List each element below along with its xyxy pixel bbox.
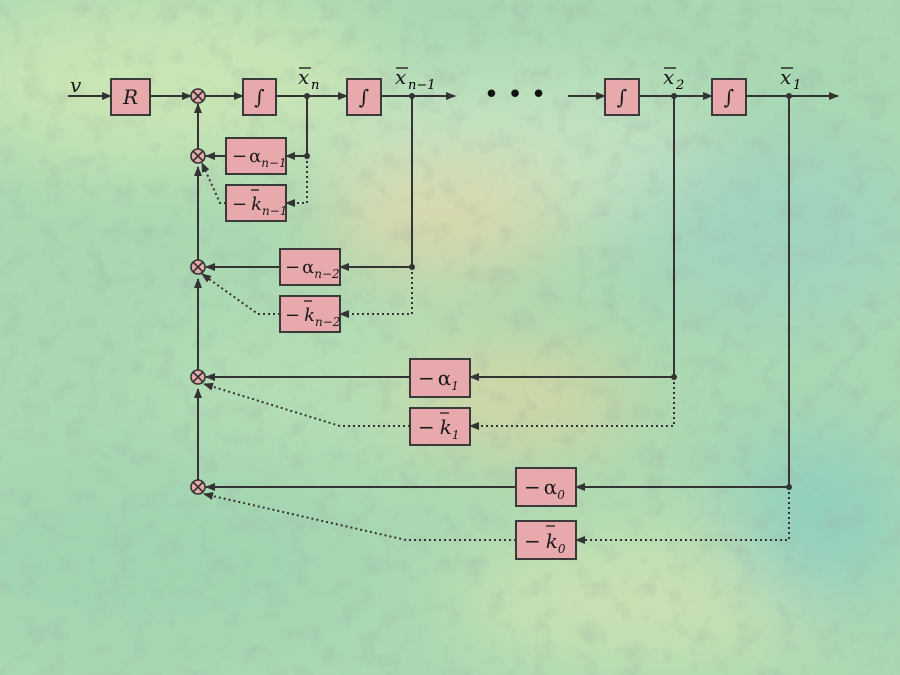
summing-junction-0 [190, 479, 206, 495]
gain-symbol: k [546, 529, 558, 553]
integrator-symbol: ∫ [254, 85, 264, 109]
gain-sub: 0 [557, 488, 565, 502]
gain-symbol: k [251, 194, 262, 215]
svg-text:−kn−2: −kn−2 [285, 305, 340, 329]
state-label-xn: x n [298, 65, 319, 93]
feedback-0 [203, 93, 792, 544]
gain-symbol: k [304, 305, 315, 326]
gain-symbol: k [440, 415, 452, 439]
state-base: x [298, 65, 309, 89]
summing-junction-n-1 [190, 148, 206, 164]
gain-sub: 0 [558, 542, 566, 556]
integrator-n-1: ∫ [346, 78, 382, 116]
gain-sub: 1 [452, 428, 460, 442]
svg-text:−α1: −α1 [418, 366, 459, 393]
gain-sign: − [285, 257, 300, 278]
svg-text:−αn−1: −αn−1 [232, 146, 287, 170]
ellipsis: • • • [484, 80, 547, 110]
integrator-symbol: ∫ [724, 85, 734, 109]
state-sub: 2 [675, 78, 684, 93]
gain-sub: n−1 [261, 156, 286, 170]
integrator-1: ∫ [711, 78, 747, 116]
feedback-n-1 [201, 93, 310, 207]
integrator-2: ∫ [604, 78, 640, 116]
feedback-n-2 [201, 93, 415, 318]
state-sub: n−1 [408, 78, 436, 93]
gain-symbol: α [544, 475, 558, 499]
gain-k-1: −k1 [409, 407, 471, 446]
state-label-x1: x 1 [780, 65, 801, 93]
integrator-symbol: ∫ [359, 85, 369, 109]
gain-k-0: −k0 [515, 520, 577, 560]
gain-sign: − [418, 366, 435, 390]
gain-sub: n−1 [262, 204, 287, 218]
svg-text:−αn−2: −αn−2 [285, 257, 340, 281]
gain-sign: − [232, 194, 247, 215]
input-label: v [70, 73, 82, 97]
state-base: x [395, 65, 406, 89]
summing-junction-1 [190, 369, 206, 385]
state-base: x [780, 65, 791, 89]
state-label-x2: x 2 [663, 65, 684, 93]
gain-sign: − [524, 529, 541, 553]
summing-junction-main [190, 88, 206, 104]
reference-block: R [110, 78, 151, 116]
feedback-1 [203, 93, 677, 430]
gain-alpha-1: −α1 [409, 358, 471, 398]
gain-symbol: α [249, 146, 261, 167]
svg-text:−k0: −k0 [524, 529, 566, 556]
svg-text:−k1: −k1 [418, 415, 460, 442]
gain-symbol: α [438, 366, 452, 390]
reference-label: R [122, 85, 138, 109]
state-sub: n [311, 78, 319, 93]
svg-text:−α0: −α0 [524, 475, 565, 502]
gain-sub: n−2 [314, 267, 339, 281]
gain-alpha-n-1: −αn−1 [225, 137, 287, 175]
gain-sign: − [285, 305, 300, 326]
gain-k-n-2: −kn−2 [279, 295, 341, 333]
gain-k-n-1: −kn−1 [225, 184, 287, 222]
state-base: x [663, 65, 674, 89]
state-sub: 1 [793, 78, 801, 93]
summing-junction-n-2 [190, 259, 206, 275]
state-label-xn-1: x n−1 [395, 65, 436, 93]
gain-sub: 1 [451, 379, 459, 393]
gain-sub: n−2 [315, 315, 340, 329]
svg-text:−kn−1: −kn−1 [232, 194, 287, 218]
integrator-symbol: ∫ [617, 85, 627, 109]
integrator-n: ∫ [242, 78, 277, 116]
gain-alpha-0: −α0 [515, 467, 577, 507]
gain-symbol: α [302, 257, 314, 278]
gain-sign: − [418, 415, 435, 439]
gain-sign: − [524, 475, 541, 499]
gain-sign: − [232, 146, 247, 167]
gain-alpha-n-2: −αn−2 [279, 248, 341, 286]
